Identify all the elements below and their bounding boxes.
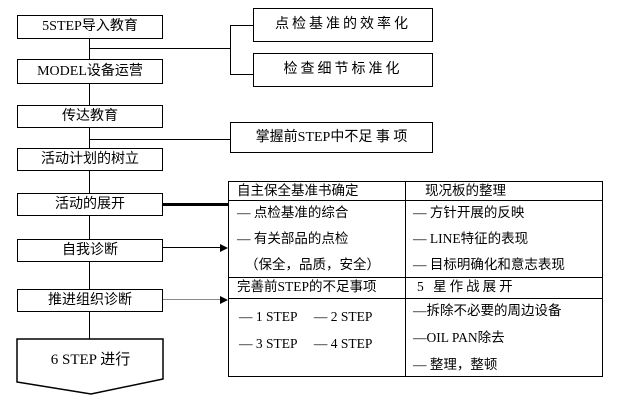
- connector-vertical-5: [89, 216, 90, 239]
- detail-panel: 自主保全基准书确定 — 点检基准的综合 — 有关部品的点检 （保全，品质，安全）…: [228, 181, 603, 377]
- panel-item: — 点检基准的综合: [237, 205, 349, 220]
- bracket-stub-lower: [230, 74, 253, 75]
- connector-vertical-6: [89, 262, 90, 289]
- connector-vertical-2: [89, 84, 90, 105]
- panel-item: — LINE特征的表现: [413, 231, 529, 246]
- flow-step-5step-intro: 5STEP导入教育: [17, 15, 163, 39]
- connector-vertical-3: [89, 128, 90, 148]
- arrow-right-icon: [220, 296, 228, 304]
- panel-item: — 整理，整顿: [413, 357, 498, 372]
- panel-column-divider: [405, 182, 406, 376]
- panel-header-maintenance-standard: 自主保全基准书确定: [237, 183, 359, 198]
- connector-org-diagnosis: [163, 299, 221, 300]
- connector-vertical-7: [89, 312, 90, 339]
- panel-rule-1: [229, 200, 602, 201]
- flow-step-activity-plan: 活动计划的树立: [17, 148, 163, 171]
- bracket-stub-upper: [230, 25, 253, 26]
- panel-item: —拆除不必要的周边设备: [413, 303, 562, 318]
- connector-vertical-1: [89, 39, 90, 59]
- panel-header-status-board: 现况板的整理: [425, 183, 506, 198]
- pentagon-shape-icon: [16, 338, 164, 395]
- callout-inspection-standard-efficiency: 点检基准的效率化: [253, 8, 433, 42]
- panel-rule-3: [229, 298, 602, 299]
- panel-item: — 有关部品的点检: [237, 231, 349, 246]
- callout-grasp-prev-step-deficiency: 掌握前STEP中不足 事 项: [230, 122, 433, 153]
- panel-item: —OIL PAN除去: [413, 330, 505, 345]
- panel-header-5star-operation: 5 星作战展开: [417, 279, 516, 294]
- bracket-vertical: [230, 25, 231, 75]
- panel-item: — 1 STEP — 2 STEP: [239, 309, 373, 324]
- panel-item: — 3 STEP — 4 STEP: [239, 336, 373, 351]
- connector-thick-activity-expand: [163, 203, 228, 206]
- flow-step-org-diagnosis: 推进组织诊断: [17, 289, 163, 312]
- connector-vertical-4: [89, 171, 90, 193]
- flow-step-activity-expand: 活动的展开: [17, 193, 163, 216]
- panel-header-prev-step-improve: 完善前STEP的不足事项: [237, 279, 377, 294]
- callout-check-detail-standardization: 检查细节标准化: [253, 53, 433, 87]
- branch-line-top: [89, 48, 230, 49]
- flow-step-model-equipment: MODEL设备运营: [17, 59, 163, 84]
- panel-item: （保全，品质，安全）: [245, 257, 380, 272]
- terminal-label: 6 STEP 进行: [50, 352, 131, 368]
- panel-rule-2: [229, 277, 602, 278]
- flow-step-convey-education: 传达教育: [17, 105, 163, 128]
- connector-self-diagnosis: [163, 247, 221, 248]
- branch-line-middle: [89, 139, 230, 140]
- flow-step-self-diagnosis: 自我诊断: [17, 239, 163, 262]
- panel-item: — 方针开展的反映: [413, 205, 525, 220]
- terminal-pentagon: 6 STEP 进行: [16, 338, 165, 396]
- arrow-right-icon: [220, 244, 228, 252]
- panel-item: — 目标明确化和意志表现: [413, 257, 565, 272]
